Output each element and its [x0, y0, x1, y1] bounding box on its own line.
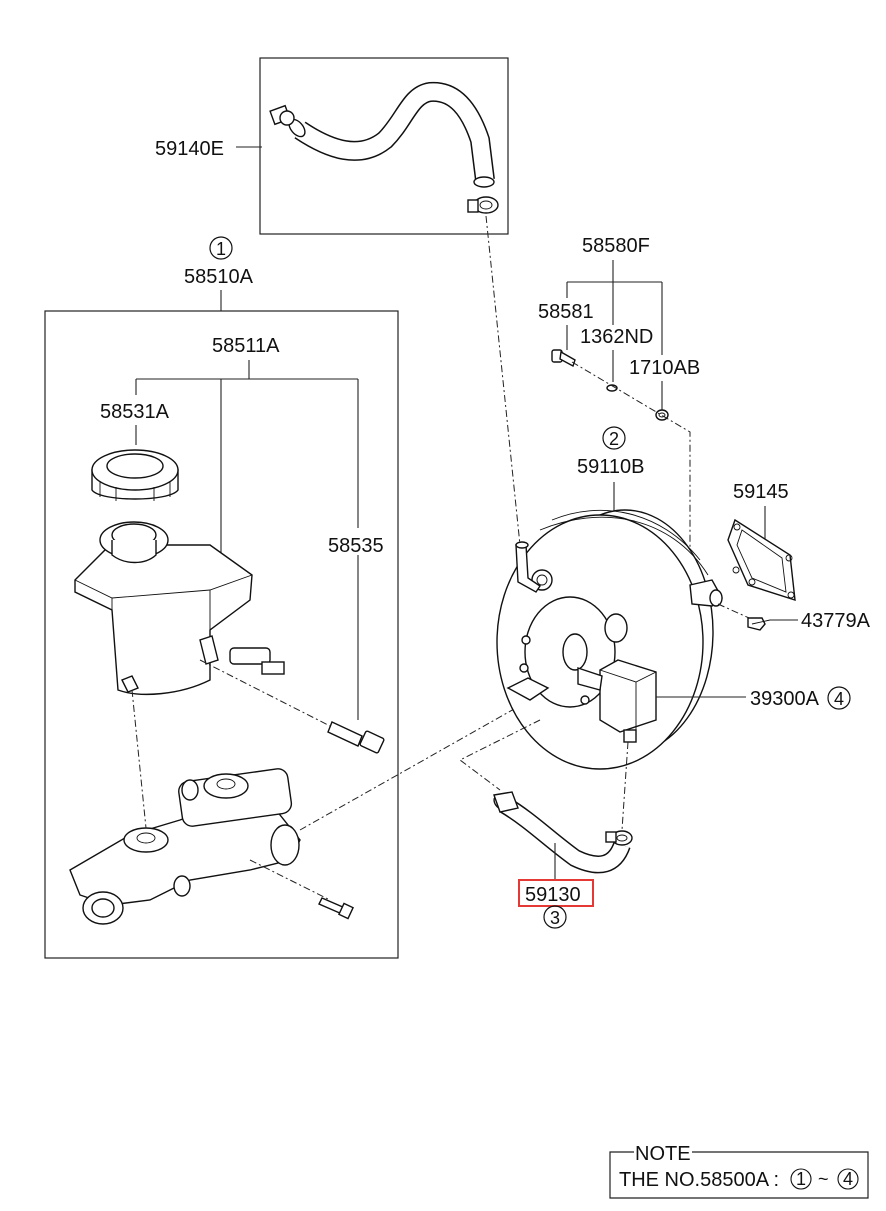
label-reservoir: 58511A [212, 335, 280, 357]
label-hose-lower: 59130 [525, 884, 581, 906]
hose-upper-part[interactable] [269, 81, 499, 214]
reservoir-assembly-frame [44, 310, 399, 959]
svg-text:2: 2 [609, 429, 619, 449]
washer-part[interactable] [655, 409, 669, 421]
label-pin: 58535 [328, 535, 384, 557]
reservoir-cap-part[interactable] [91, 449, 179, 501]
label-gasket: 59145 [733, 481, 789, 503]
valve-callout: 4 [827, 686, 851, 710]
booster-callout: 2 [602, 426, 626, 450]
master-cylinder-part[interactable] [69, 768, 301, 925]
reservoir-tank-part[interactable] [74, 521, 285, 695]
hose-lower-part[interactable] [491, 791, 633, 874]
note-box: NOTE THE NO.58500A : 1 ~ 4 [609, 1143, 869, 1199]
svg-text:4: 4 [834, 689, 844, 709]
hose-upper-frame [259, 57, 509, 235]
hose-clamp-left [269, 104, 295, 126]
hose-lower-callout: 3 [543, 905, 567, 929]
note-range-end: 4 [843, 1169, 853, 1189]
booster-part[interactable] [496, 509, 723, 770]
label-bolt-kit: 58580F [582, 235, 650, 257]
label-nut-a: 58581 [538, 301, 594, 323]
label-booster: 59110B [577, 456, 644, 478]
note-text: THE NO.58500A : [619, 1169, 779, 1191]
label-hose-upper: 59140E [155, 138, 224, 160]
label-nut-b: 1362ND [580, 326, 653, 348]
gasket-part[interactable] [727, 518, 796, 601]
note-range-start: 1 [796, 1169, 806, 1189]
label-clevis-pin: 43779A [801, 610, 871, 632]
reservoir-assembly-callout: 1 [209, 236, 233, 260]
check-valve-part[interactable] [577, 659, 657, 743]
nut-b-part[interactable] [606, 384, 618, 392]
svg-text:1: 1 [216, 239, 226, 259]
svg-text:3: 3 [550, 908, 560, 928]
note-range-sep: ~ [818, 1169, 829, 1189]
label-cap: 58531A [100, 401, 170, 423]
label-washer: 1710AB [629, 357, 700, 379]
clevis-pin-part[interactable] [747, 617, 771, 631]
label-valve: 39300A [750, 688, 820, 710]
nut-a-part[interactable] [551, 349, 576, 368]
hose-clamp-right [467, 196, 499, 214]
pin-part[interactable] [327, 721, 385, 754]
label-reservoir-assembly: 58510A [184, 266, 254, 288]
note-title: NOTE [635, 1143, 691, 1165]
master-cylinder-bolt[interactable] [318, 897, 354, 920]
